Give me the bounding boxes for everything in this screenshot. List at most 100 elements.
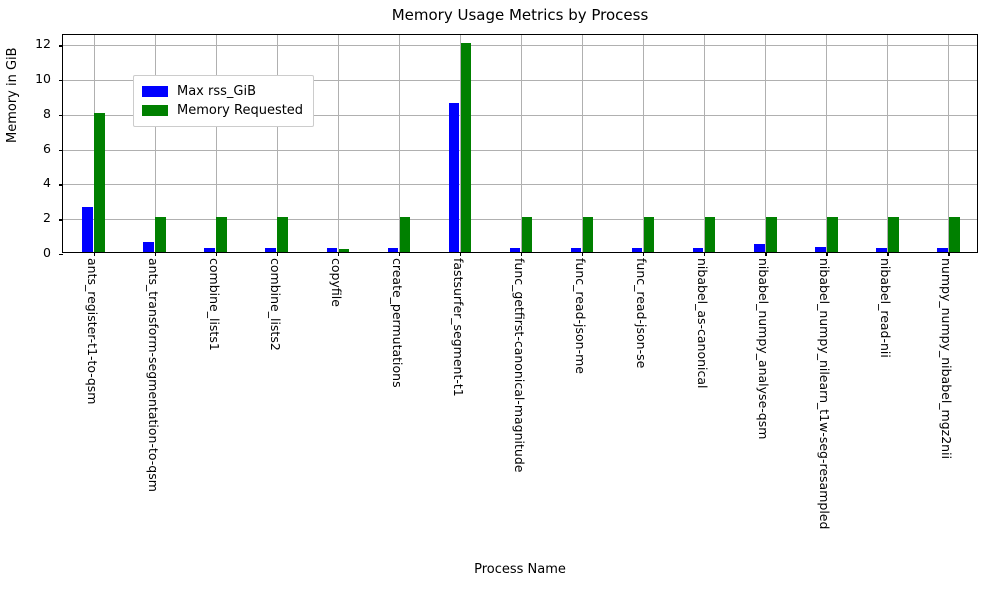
legend-item-memory-requested: Memory Requested <box>142 101 303 120</box>
gridline-x <box>826 35 828 252</box>
x-tick-mark <box>887 252 889 256</box>
bar <box>582 217 594 252</box>
chart-title-text: Memory Usage Metrics by Process <box>391 6 649 24</box>
x-tick-label: copyfile <box>328 258 344 307</box>
gridline-x <box>643 35 645 252</box>
y-tick-mark <box>59 184 63 186</box>
bar <box>94 112 105 252</box>
x-tick-label: func_read-json-se <box>634 258 650 369</box>
y-tick-mark <box>59 114 63 117</box>
legend-label-max-rss: Max rss_GiB <box>177 84 257 99</box>
gridline-y-4 <box>63 184 977 186</box>
gridline-x <box>459 35 461 252</box>
x-tick-label: numpy_numpy_nibabel_mgz2nii <box>939 258 955 460</box>
bar <box>387 247 399 252</box>
legend-swatch-max-rss <box>142 86 168 97</box>
bar <box>326 247 338 252</box>
x-tick-mark <box>459 252 462 256</box>
y-axis-label: Memory in GiB <box>5 47 20 143</box>
gridline-x <box>765 35 767 252</box>
bar <box>570 247 582 252</box>
plot-area: Max rss_GiB Memory Requested <box>59 34 978 256</box>
bar <box>631 247 643 252</box>
bar <box>448 103 460 252</box>
legend-label-memory-requested: Memory Requested <box>177 103 304 118</box>
bar <box>265 247 276 252</box>
bar <box>509 247 521 252</box>
y-tick-label: 6 <box>43 140 51 156</box>
gridline-y-12 <box>63 45 977 47</box>
x-tick-mark <box>215 252 217 256</box>
y-tick-label: 8 <box>43 105 51 121</box>
bar <box>876 247 887 252</box>
x-tick-label: func_read-json-me <box>573 258 589 374</box>
gridline-x <box>704 35 706 252</box>
x-axis-label: Process Name <box>474 562 566 577</box>
x-tick-mark <box>521 252 523 256</box>
bar <box>277 217 288 252</box>
bar <box>888 217 899 252</box>
gridline-x <box>948 35 950 252</box>
chart-title: Memory Usage Metrics by Process <box>0 6 1000 24</box>
legend-swatch-memory-requested <box>142 105 168 116</box>
legend-item-max-rss: Max rss_GiB <box>142 82 303 101</box>
gridline-x <box>582 35 584 252</box>
x-tick-mark <box>398 252 401 256</box>
gridline-y-10 <box>63 80 977 82</box>
x-tick-mark <box>643 252 645 256</box>
x-tick-label: ants_register-t1-to-qsm <box>84 258 100 405</box>
bar <box>827 217 838 252</box>
bar <box>815 246 826 252</box>
gridline-x <box>154 35 156 252</box>
bar <box>82 206 93 252</box>
y-tick-label: 0 <box>43 245 51 260</box>
bar <box>643 217 655 252</box>
y-tick-mark <box>59 219 63 221</box>
gridline-y-6 <box>63 149 977 151</box>
y-tick-label: 4 <box>43 175 51 191</box>
x-tick-mark <box>704 252 706 256</box>
bar <box>155 217 166 252</box>
y-tick-label: 12 <box>35 36 51 52</box>
x-tick-label: combine_lists2 <box>267 258 283 351</box>
bar <box>949 217 960 252</box>
bar <box>704 217 716 252</box>
gridline-y-8 <box>63 114 977 116</box>
bar <box>460 43 472 252</box>
x-tick-mark <box>948 252 950 256</box>
bar <box>204 247 215 252</box>
x-tick-mark <box>337 252 340 256</box>
x-tick-label: func_getfirst-canonical-magnitude <box>512 258 527 473</box>
y-tick-label: 2 <box>43 210 51 226</box>
bar <box>216 217 227 252</box>
gridline-x <box>337 35 339 252</box>
x-tick-mark <box>276 252 279 256</box>
x-tick-mark <box>582 252 584 256</box>
x-axis-tick-labels: ants_register-t1-to-qsm ants_transform-se… <box>62 258 978 529</box>
y-tick-label: 10 <box>35 71 51 87</box>
bar <box>766 217 777 252</box>
bar <box>937 247 948 252</box>
x-tick-label: nibabel_as-canonical <box>695 258 711 389</box>
x-tick-label: create_permutations <box>389 258 405 388</box>
bar <box>338 248 350 252</box>
y-tick-mark <box>59 149 63 151</box>
bar <box>754 244 765 252</box>
y-tick-mark <box>59 254 63 256</box>
gridline-x <box>887 35 889 252</box>
x-tick-label: fastsurfer_segment-t1 <box>450 258 466 397</box>
x-tick-mark <box>154 252 156 256</box>
x-tick-label: nibabel_read-nii <box>878 258 894 358</box>
bar <box>399 217 411 252</box>
x-tick-label: nibabel_numpy_analyse-qsm <box>756 258 772 440</box>
x-tick-mark <box>826 252 828 256</box>
y-tick-mark <box>59 80 63 82</box>
gridline-x <box>521 35 522 252</box>
x-tick-label: nibabel_numpy_nilearn_t1w-seg-resampled <box>817 258 833 530</box>
gridline-x <box>215 35 217 252</box>
gridline-x <box>276 35 278 252</box>
chart-legend: Max rss_GiB Memory Requested <box>133 75 315 127</box>
x-tick-label: ants_transform-segmentation-to-qsm <box>145 258 161 492</box>
gridline-y-2 <box>63 219 977 221</box>
